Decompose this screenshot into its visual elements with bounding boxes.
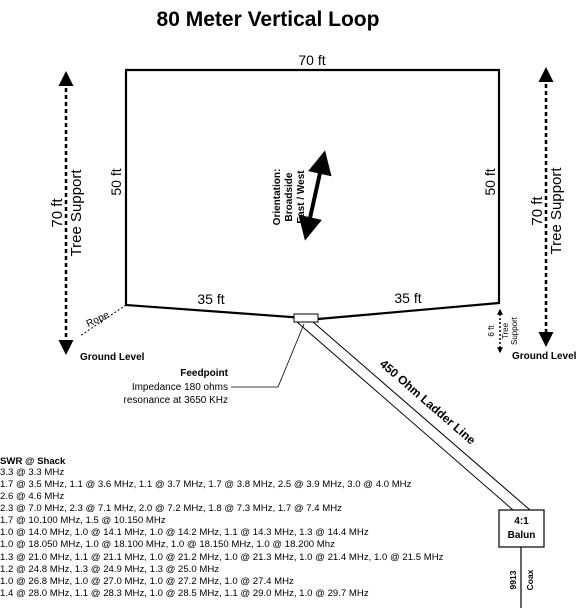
balun-box bbox=[498, 509, 545, 548]
swr-line: 1.4 @ 28.0 MHz, 1.1 @ 28.3 MHz, 1.0 @ 28… bbox=[0, 588, 369, 599]
swr-line: 1.0 @ 14.0 MHz, 1.0 @ 14.1 MHz, 1.0 @ 14… bbox=[0, 527, 369, 538]
swr-line: 1.3 @ 21.0 MHz, 1.1 @ 21.1 MHz, 1.0 @ 21… bbox=[0, 552, 444, 563]
small-support-height-label: 6 ft bbox=[487, 325, 496, 337]
left-side-dimension-label: 50 ft bbox=[108, 168, 124, 195]
ground-level-left-label: Ground Level bbox=[80, 352, 145, 363]
right-support-label: Tree Support bbox=[548, 167, 565, 255]
swr-line: 1.7 @ 10.100 MHz, 1.5 @ 10.150 MHz bbox=[0, 515, 166, 526]
small-support-label-line2: Support bbox=[510, 316, 519, 345]
feedpoint-impedance: Impedance 180 ohms bbox=[132, 382, 228, 393]
balun-ratio: 4:1 bbox=[514, 516, 529, 527]
feedpoint-insulator bbox=[293, 313, 319, 323]
orientation-label: Orientation: Broadside East / West bbox=[272, 169, 307, 226]
swr-line: 1.7 @ 3.5 MHz, 1.1 @ 3.6 MHz, 1.1 @ 3.7 … bbox=[0, 479, 412, 490]
feedpoint-callout-line bbox=[231, 323, 305, 388]
ground-level-right-label: Ground Level bbox=[512, 351, 577, 362]
ladder-line-conductor-b bbox=[312, 321, 531, 511]
orientation-arrow bbox=[298, 150, 332, 241]
orientation-line1: Orientation: bbox=[272, 169, 283, 226]
swr-line: 2.3 @ 7.0 MHz, 2.3 @ 7.1 MHz, 2.0 @ 7.2 … bbox=[0, 503, 342, 514]
left-support-label: Tree Support bbox=[68, 169, 85, 257]
small-support-label-line1: Tree bbox=[501, 322, 510, 339]
swr-table: SWR @ Shack 3.3 @ 3.3 MHz 1.7 @ 3.5 MHz,… bbox=[0, 456, 444, 599]
feedpoint-resonance: resonance at 3650 KHz bbox=[123, 395, 228, 406]
swr-line: 1.0 @ 18.050 MHz, 1.0 @ 18.100 MHz, 1.0 … bbox=[0, 539, 335, 550]
swr-line: 3.3 @ 3.3 MHz bbox=[0, 467, 64, 478]
coax-type: 9913 bbox=[508, 570, 518, 589]
page-title: 80 Meter Vertical Loop bbox=[157, 8, 380, 31]
swr-title: SWR @ Shack bbox=[0, 456, 66, 467]
rope-line bbox=[79, 304, 127, 337]
swr-line: 1.2 @ 24.8 MHz, 1.3 @ 24.9 MHz, 1.3 @ 25… bbox=[0, 564, 219, 575]
bottom-left-dimension-label: 35 ft bbox=[197, 291, 224, 307]
bottom-right-dimension-label: 35 ft bbox=[394, 290, 421, 306]
ladder-line-label: 450 Ohm Ladder Line bbox=[377, 357, 479, 448]
right-side-dimension-label: 50 ft bbox=[482, 168, 498, 195]
ladder-line-conductor-a bbox=[296, 321, 514, 511]
top-dimension-label: 70 ft bbox=[298, 52, 325, 68]
loop-wire bbox=[124, 68, 501, 321]
rope-label: Rope bbox=[85, 309, 112, 330]
swr-line: 1.0 @ 26.8 MHz, 1.0 @ 27.0 MHz, 1.0 @ 27… bbox=[0, 576, 294, 587]
right-support-height-label: 70 ft bbox=[529, 196, 546, 226]
feedpoint-title: Feedpoint bbox=[180, 368, 228, 379]
swr-line: 2.6 @ 4.6 MHz bbox=[0, 491, 64, 502]
orientation-line3: East / West bbox=[296, 170, 307, 224]
left-support-height-label: 70 ft bbox=[49, 198, 66, 228]
coax-label: Coax bbox=[525, 569, 535, 590]
orientation-line2: Broadside bbox=[284, 172, 295, 221]
balun-label: Balun bbox=[508, 530, 536, 541]
